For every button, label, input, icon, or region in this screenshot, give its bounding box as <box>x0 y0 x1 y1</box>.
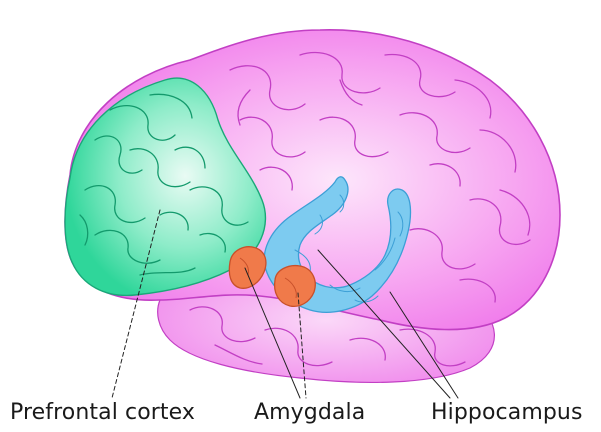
amygdala-right-region <box>275 266 316 307</box>
label-amygdala: Amygdala <box>254 400 365 425</box>
label-prefrontal-cortex: Prefrontal cortex <box>10 400 195 425</box>
label-hippocampus: Hippocampus <box>431 400 583 425</box>
